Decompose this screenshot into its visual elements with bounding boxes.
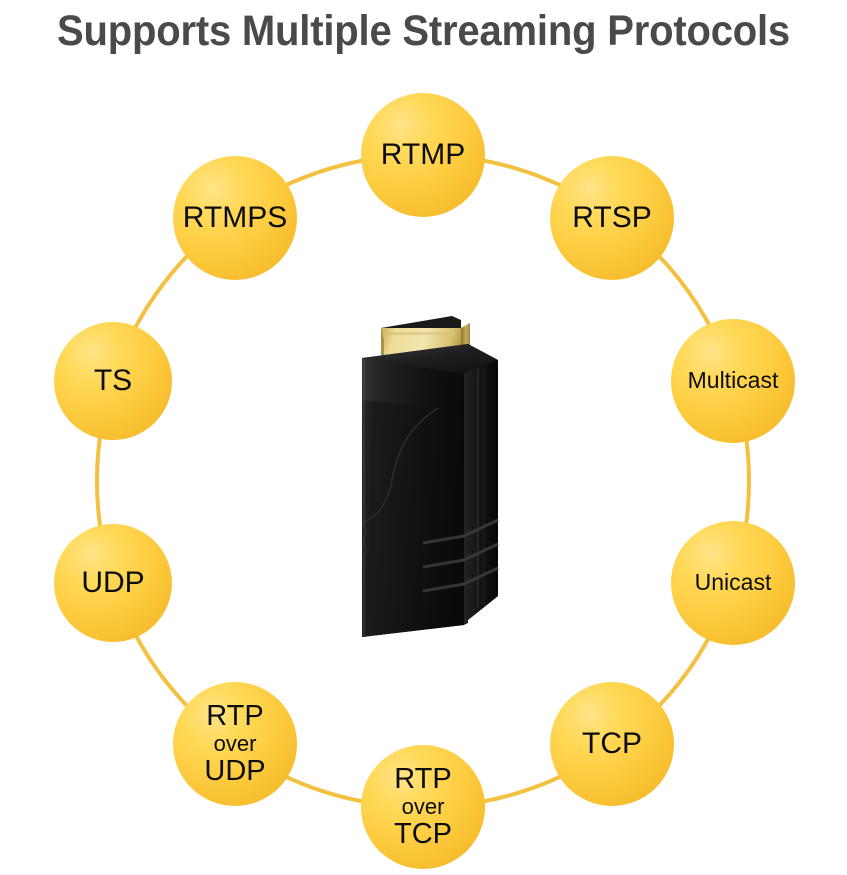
- protocol-bubble-label: RTMP: [380, 138, 466, 172]
- protocol-bubble-label: RTP: [394, 763, 452, 796]
- protocol-bubble-label: over: [213, 730, 257, 756]
- side-notches: [363, 528, 367, 554]
- protocol-bubble-label: RTMPS: [182, 201, 288, 235]
- protocol-bubble-tcp[interactable]: TCP: [550, 682, 674, 806]
- hdmi-dongle-image: [318, 290, 528, 662]
- page-title: Supports Multiple Streaming Protocols: [56, 6, 790, 55]
- protocol-bubble-rtsp[interactable]: RTSP: [550, 156, 674, 280]
- protocol-bubble-label: Unicast: [694, 569, 772, 596]
- protocol-bubble-unicast[interactable]: Unicast: [671, 521, 795, 645]
- protocol-bubble-label: over: [401, 793, 445, 819]
- protocol-bubble-label: TCP: [394, 818, 452, 851]
- protocol-bubble-ts[interactable]: TS: [54, 322, 172, 440]
- dongle-body: [361, 344, 499, 637]
- protocol-bubble-label: UDP: [204, 755, 266, 788]
- protocol-bubble-label: RTP: [206, 700, 264, 733]
- protocol-bubble-multicast[interactable]: Multicast: [671, 319, 795, 443]
- protocol-bubble-rtmps[interactable]: RTMPS: [173, 156, 297, 280]
- protocol-bubble-udp[interactable]: UDP: [54, 524, 172, 642]
- protocol-bubble-rtmp[interactable]: RTMP: [361, 93, 485, 217]
- protocol-bubble-label: TS: [93, 364, 133, 398]
- grip-ribs: [422, 518, 499, 593]
- protocol-bubble-label: TCP: [582, 727, 642, 761]
- protocol-bubble-label: UDP: [81, 566, 145, 600]
- protocol-bubble-label: RTSP: [572, 201, 652, 235]
- protocol-bubble-label: Multicast: [687, 367, 779, 394]
